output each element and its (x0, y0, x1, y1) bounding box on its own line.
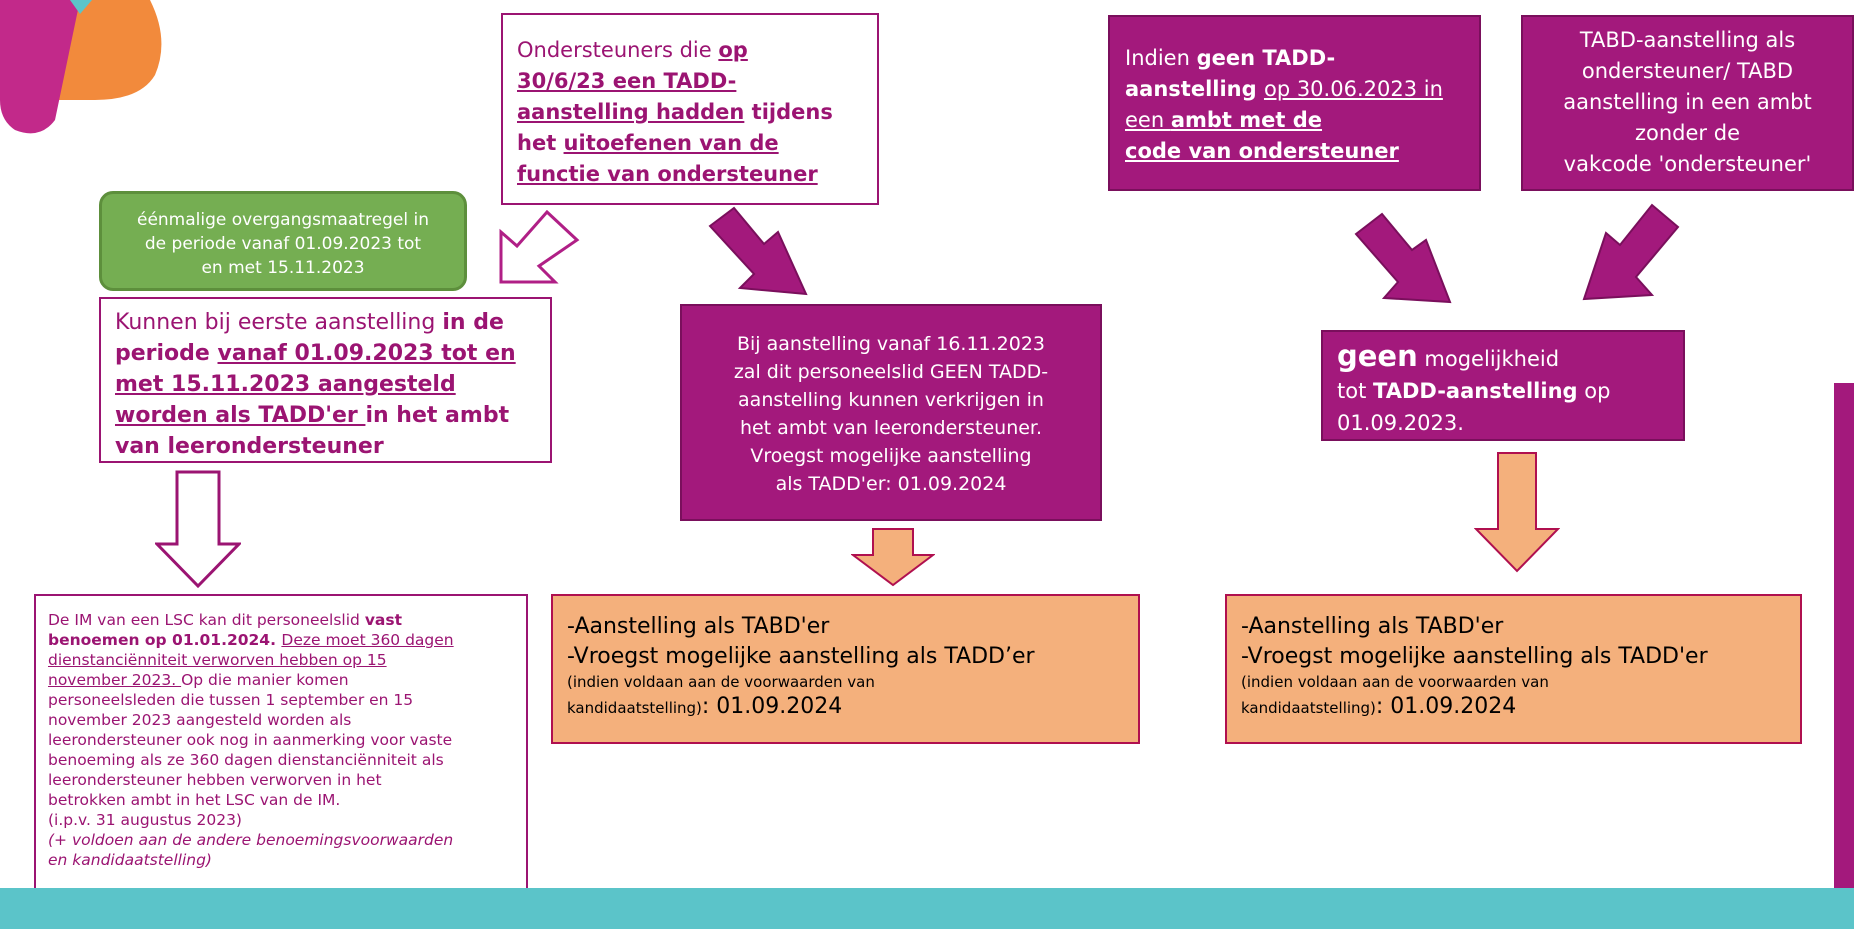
text: Indien (1125, 46, 1197, 70)
text: benoeming als ze 360 dagen dienstanciënn… (48, 751, 444, 769)
text: mogelijkheid (1417, 347, 1560, 371)
footer-teal-band (0, 888, 1854, 929)
arrow-shape (1582, 203, 1680, 301)
text: een (1125, 108, 1171, 132)
arrow-shape (1474, 452, 1560, 573)
text: zal dit personeelslid GEEN TADD- (733, 361, 1049, 383)
text: november 2023. (48, 671, 182, 689)
box-ondersteuners-tadd-30-6: Ondersteuners die op 30/6/23 een TADD- a… (501, 13, 879, 205)
text: tijdens (744, 100, 833, 124)
text: aanstelling kunnen verkrijgen in (738, 389, 1044, 411)
arrow-shape (1354, 212, 1452, 304)
text: kandidaatstelling) (567, 699, 702, 717)
box-geen-mogelijkheid-tadd: geen mogelijkheid tot TADD-aanstelling o… (1321, 330, 1685, 441)
text: geen TADD- (1196, 46, 1336, 70)
text: aanstelling hadden (517, 100, 745, 124)
text: vakcode 'ondersteuner' (1563, 152, 1812, 176)
arrow-down-right-magenta (708, 206, 808, 296)
text: tot (1337, 379, 1373, 403)
text: zonder de (1635, 121, 1740, 145)
text: de periode vanaf 01.09.2023 tot (144, 234, 422, 254)
arrow-down-left-magenta-right (1582, 203, 1680, 301)
right-edge-bar (1834, 383, 1854, 888)
text: 01.09.2023. (1337, 411, 1464, 435)
logo-pink-shape (0, 0, 80, 134)
text: in het ambt (365, 403, 510, 428)
text: De IM van een LSC kan dit personeelslid (48, 611, 365, 629)
text: Op die manier komen (181, 671, 349, 689)
arrow-down-right-magenta-right (1354, 212, 1452, 304)
text: worden als TADD'er (115, 403, 366, 428)
box-indien-geen-tadd-aanstelling: Indien geen TADD- aanstelling op 30.06.2… (1108, 15, 1481, 191)
arrow-down-left-outline (499, 210, 580, 284)
text: op (1577, 379, 1611, 403)
arrow-shape (155, 470, 241, 588)
text: leerondersteuner ook nog in aanmerking v… (48, 731, 453, 749)
text: op 30.06.2023 in (1263, 77, 1443, 101)
arrow-shape (851, 528, 935, 587)
text: TABD-aanstelling als (1579, 28, 1796, 52)
box-im-lsc-vast-benoemen: De IM van een LSC kan dit personeelslid … (34, 594, 528, 929)
box-aanstelling-als-tabd-right: -Aanstelling als TABD'er -Vroegst mogeli… (1225, 594, 1802, 744)
text: van leerondersteuner (115, 434, 384, 459)
logo-teal-shape (70, 0, 92, 14)
text: (indien voldaan aan de voorwaarden van (1241, 673, 1549, 691)
text: en kandidaatstelling) (48, 851, 212, 869)
arrow-shape (499, 210, 580, 284)
text: Vroegst mogelijke aanstelling (750, 445, 1032, 467)
box-tabd-aanstelling-als-ondersteuner: TABD-aanstelling als ondersteuner/ TABD … (1521, 15, 1854, 191)
text: en met 15.11.2023 (201, 258, 365, 278)
text: als TADD'er: 01.09.2024 (775, 473, 1007, 495)
text: op (718, 38, 748, 62)
arrow-down-outline-left (155, 470, 241, 588)
text: Deze moet 360 dagen (281, 631, 454, 649)
box-kunnen-bij-eerste-aanstelling: Kunnen bij eerste aanstelling in de peri… (99, 297, 552, 463)
text: éénmalige overgangsmaatregel in (136, 210, 430, 230)
text: vanaf 01.09.2023 tot en (217, 341, 516, 366)
text: : 01.09.2024 (701, 694, 843, 719)
text: dienstanciënniteit verworven hebben op 1… (48, 651, 387, 669)
text: leerondersteuner hebben verworven in het (48, 771, 382, 789)
text: functie van ondersteuner (517, 162, 818, 186)
text: code van ondersteuner (1125, 139, 1399, 163)
text: november 2023 aangesteld worden als (48, 711, 352, 729)
text: Ondersteuners die (517, 38, 719, 62)
text: kandidaatstelling) (1241, 699, 1376, 717)
text: vast (364, 611, 403, 629)
text: aanstelling (1125, 77, 1264, 101)
text: Bij aanstelling vanaf 16.11.2023 (736, 333, 1046, 355)
text: in de (442, 310, 504, 335)
arrow-shape (708, 206, 808, 296)
text: met 15.11.2023 aangesteld (115, 372, 456, 397)
text: -Aanstelling als TABD'er (1241, 614, 1504, 639)
text: ambt met de (1170, 108, 1323, 132)
arrow-down-orange-right (1474, 452, 1560, 573)
text: 30/6/23 een TADD- (517, 69, 737, 93)
box-bij-aanstelling-vanaf-16-11: Bij aanstelling vanaf 16.11.2023 zal dit… (680, 304, 1102, 521)
text: -Vroegst mogelijke aanstelling als TADD'… (1241, 644, 1708, 669)
box-eenmalige-overgangsmaatregel: éénmalige overgangsmaatregel in de perio… (99, 191, 467, 291)
text: periode (115, 341, 218, 366)
text: -Vroegst mogelijke aanstelling als TADD’… (567, 644, 1035, 669)
text: geen (1337, 339, 1418, 373)
text: aanstelling in een ambt (1563, 90, 1812, 114)
logo-shape (0, 0, 162, 134)
text: ondersteuner/ TABD (1581, 59, 1794, 83)
logo-orange-shape (55, 0, 162, 100)
text: (indien voldaan aan de voorwaarden van (567, 673, 875, 691)
text: Kunnen bij eerste aanstelling (115, 310, 443, 335)
text: -Aanstelling als TABD'er (567, 614, 830, 639)
text: uitoefenen van de (563, 131, 779, 155)
text: : 01.09.2024 (1375, 694, 1517, 719)
arrow-down-orange-center (851, 528, 935, 587)
text: het (517, 131, 564, 155)
box-aanstelling-als-tabd-center: -Aanstelling als TABD'er -Vroegst mogeli… (551, 594, 1140, 744)
text: het ambt van leerondersteuner. (739, 417, 1043, 439)
text: (i.p.v. 31 augustus 2023) (48, 811, 242, 829)
text: personeelsleden die tussen 1 september e… (48, 691, 414, 709)
text: betrokken ambt in het LSC van de IM. (48, 791, 341, 809)
text: benoemen op 01.01.2024. (48, 631, 282, 649)
text: (+ voldoen aan de andere benoemingsvoorw… (48, 831, 454, 849)
text: TADD-aanstelling (1373, 379, 1578, 403)
